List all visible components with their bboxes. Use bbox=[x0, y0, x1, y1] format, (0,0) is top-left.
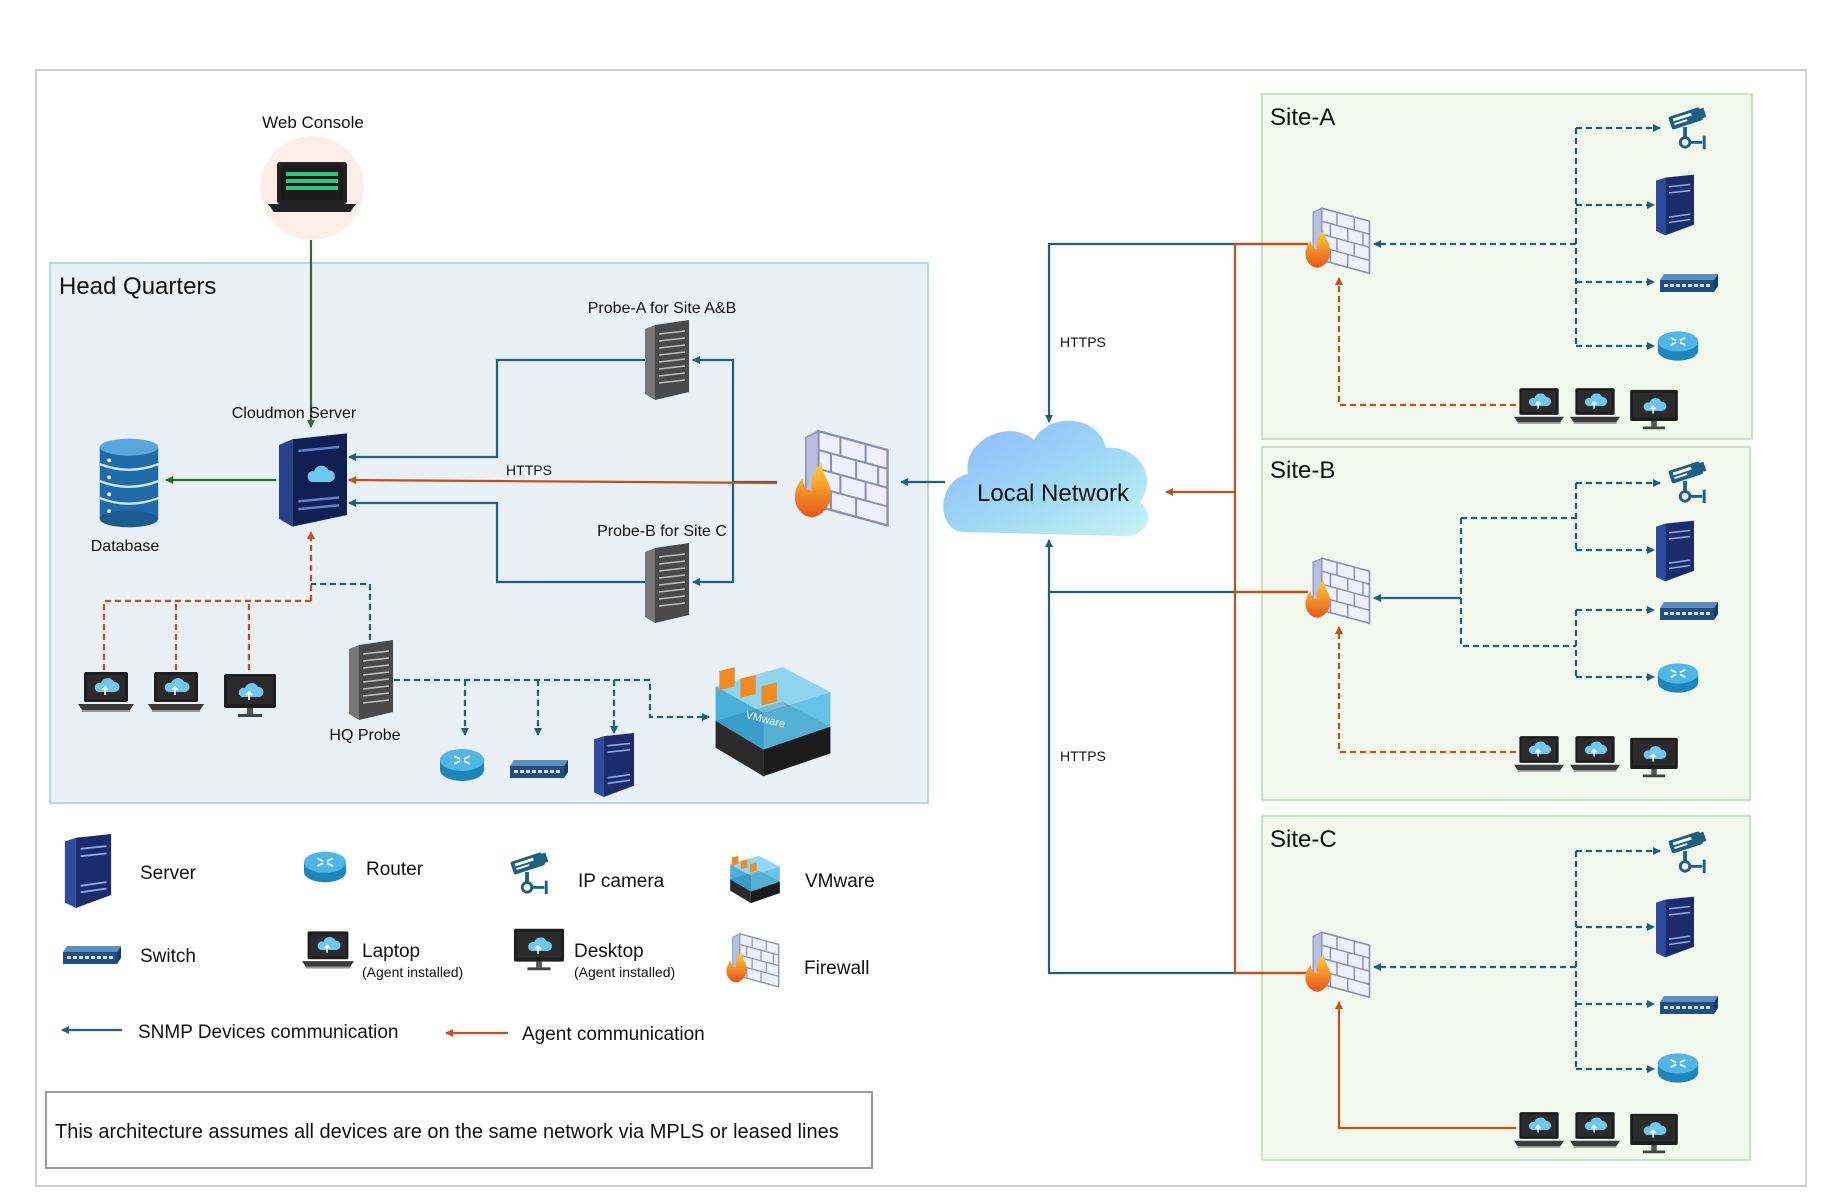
footnote-box: This architecture assumes all devices ar… bbox=[45, 1091, 873, 1169]
site-b-server-icon bbox=[1656, 520, 1694, 582]
https-upper-label: HTTPS bbox=[1060, 334, 1106, 350]
legend-laptop-sub: (Agent installed) bbox=[362, 964, 463, 980]
footnote-text: This architecture assumes all devices ar… bbox=[55, 1121, 839, 1143]
outer-frame bbox=[35, 69, 1807, 1187]
site-a-agent-line bbox=[1335, 277, 1516, 407]
legend-router-label: Router bbox=[366, 859, 424, 880]
legend-ip-camera-label: IP camera bbox=[578, 871, 665, 892]
legend-desktop-icon bbox=[513, 927, 565, 972]
local-network-cloud: Local Network bbox=[943, 420, 1149, 537]
legend: Server Router IP camera VMware Switch La… bbox=[61, 834, 875, 1045]
site-b-title: Site-B bbox=[1270, 457, 1335, 484]
site-agent-lines bbox=[1165, 242, 1308, 975]
probe-b-to-server-line bbox=[348, 499, 646, 584]
site-a-device-lines bbox=[1373, 124, 1661, 350]
site-a-firewall-icon bbox=[1304, 207, 1371, 275]
site-a-laptop-icon bbox=[1570, 387, 1620, 425]
probe-a-label: Probe-A for Site A&B bbox=[588, 300, 737, 317]
legend-agent-label: Agent communication bbox=[522, 1024, 705, 1045]
site-b-laptop-icon bbox=[1570, 735, 1620, 773]
hq-probe-to-server-line bbox=[311, 582, 372, 640]
legend-camera-icon bbox=[508, 850, 551, 896]
site-b-laptop-icon bbox=[1514, 735, 1564, 773]
hq-server-icon bbox=[594, 733, 634, 797]
probe-a-to-server-line bbox=[348, 358, 646, 461]
site-a-laptop-icon bbox=[1514, 387, 1564, 425]
site-c-switch-icon bbox=[1660, 996, 1718, 1014]
legend-desktop-label: Desktop bbox=[574, 941, 644, 962]
legend-laptop-icon bbox=[302, 930, 354, 970]
site-c-device-lines bbox=[1373, 847, 1661, 1073]
database-label: Database bbox=[91, 538, 160, 555]
cloudmon-server-label: Cloudmon Server bbox=[232, 405, 357, 422]
legend-vmware-label: VMware bbox=[805, 871, 875, 892]
legend-firewall-icon bbox=[725, 933, 780, 988]
site-c-laptop-icon bbox=[1514, 1111, 1564, 1149]
hq-https-label: HTTPS bbox=[506, 462, 552, 478]
hq-switch-icon bbox=[510, 760, 568, 778]
site-a-title: Site-A bbox=[1270, 104, 1335, 131]
cloudmon-server-node: Cloudmon Server bbox=[232, 405, 357, 528]
legend-vmware-icon bbox=[730, 855, 780, 904]
hq-probe-label: HQ Probe bbox=[329, 727, 400, 744]
database-node: Database bbox=[91, 437, 160, 555]
hq-title: Head Quarters bbox=[59, 273, 216, 300]
web-console-label: Web Console bbox=[262, 113, 364, 132]
hq-probe-node: HQ Probe bbox=[329, 640, 401, 744]
site-b-router-icon bbox=[1656, 662, 1700, 694]
site-b-agent-line bbox=[1335, 626, 1516, 754]
legend-switch-icon bbox=[63, 946, 121, 964]
site-a-router-icon bbox=[1656, 330, 1700, 362]
legend-laptop-label: Laptop bbox=[362, 941, 420, 962]
legend-server-label: Server bbox=[140, 863, 197, 884]
local-network-label: Local Network bbox=[977, 480, 1130, 507]
hq-probe-device-lines bbox=[394, 678, 710, 736]
probe-b-node: Probe-B for Site C bbox=[597, 523, 727, 623]
legend-router-icon bbox=[303, 850, 347, 884]
site-b-firewall-icon bbox=[1304, 557, 1371, 625]
site-c-firewall-icon bbox=[1304, 931, 1371, 999]
hq-agent-lines bbox=[102, 531, 315, 670]
hq-laptop-icon bbox=[78, 671, 134, 713]
hq-laptop-icon bbox=[148, 671, 204, 713]
firewall-to-probe-b-line bbox=[692, 482, 735, 586]
site-a-server-icon bbox=[1656, 174, 1694, 236]
legend-desktop-sub: (Agent installed) bbox=[574, 964, 675, 980]
legend-server-icon bbox=[63, 834, 113, 908]
site-a-switch-icon bbox=[1660, 274, 1718, 292]
firewall-to-server-agent-line bbox=[348, 476, 778, 485]
https-lower-label: HTTPS bbox=[1060, 748, 1106, 764]
legend-snmp-label: SNMP Devices communication bbox=[138, 1022, 398, 1043]
legend-firewall-label: Firewall bbox=[804, 958, 869, 979]
site-c-title: Site-C bbox=[1270, 826, 1337, 853]
web-console-node: Web Console bbox=[260, 113, 364, 240]
site-b-switch-icon bbox=[1660, 602, 1718, 620]
site-b-device-dashed-lines bbox=[1459, 479, 1661, 681]
legend-switch-label: Switch bbox=[140, 946, 196, 967]
hq-vmware-node: VMware bbox=[715, 667, 831, 777]
site-c-router-icon bbox=[1656, 1052, 1700, 1084]
probe-b-label: Probe-B for Site C bbox=[597, 523, 727, 540]
site-c-agent-line bbox=[1335, 1001, 1516, 1130]
site-c-laptop-icon bbox=[1570, 1111, 1620, 1149]
site-a-panel: Site-A bbox=[1261, 93, 1753, 440]
hq-firewall-icon bbox=[793, 429, 889, 527]
cloud-site-lines bbox=[1045, 242, 1308, 975]
site-c-server-icon bbox=[1656, 896, 1694, 958]
probe-a-node: Probe-A for Site A&B bbox=[588, 300, 737, 400]
hq-router-icon bbox=[439, 748, 485, 782]
